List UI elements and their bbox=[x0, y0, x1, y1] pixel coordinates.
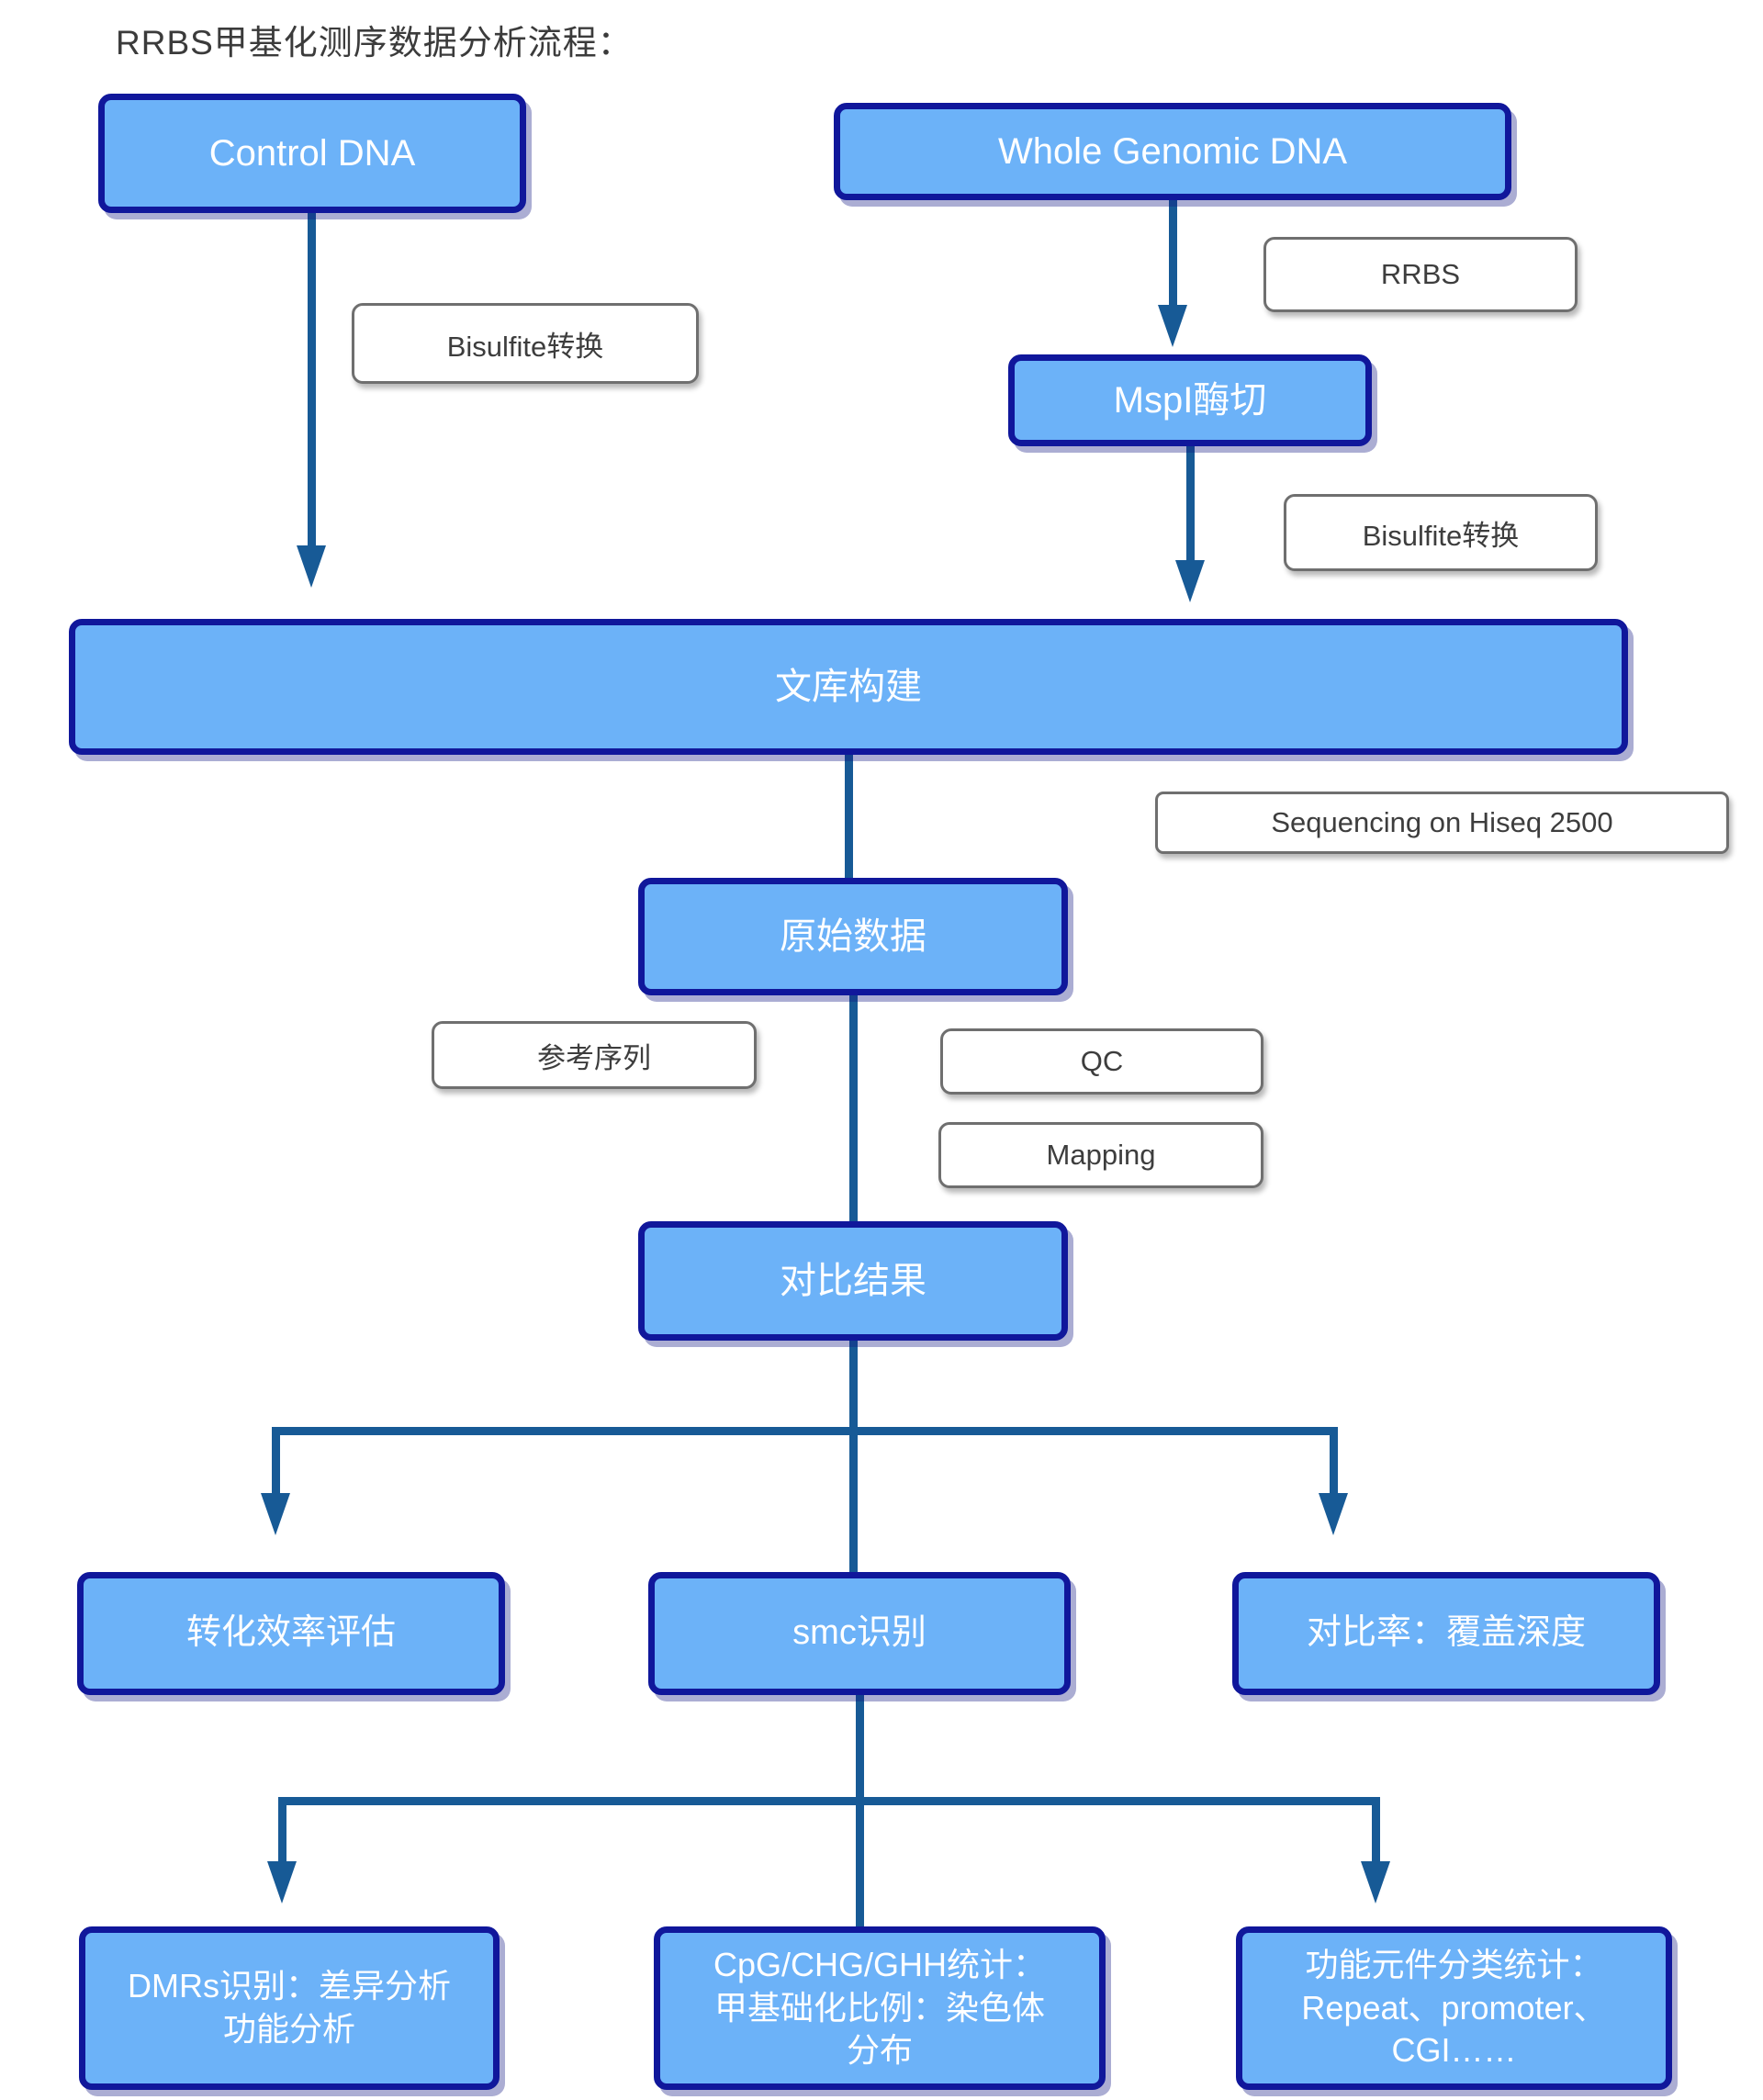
node-alignment-result: 对比结果 bbox=[638, 1221, 1068, 1341]
node-mspi-digest: MspI酶切 bbox=[1008, 354, 1372, 446]
connector-branch1-bar bbox=[275, 1427, 1337, 1435]
connector-mspi-to-library bbox=[1186, 446, 1195, 560]
node-control-dna: Control DNA bbox=[98, 94, 526, 213]
connector-branch1-right-drop bbox=[1330, 1427, 1338, 1493]
label-mapping: Mapping bbox=[938, 1122, 1263, 1188]
label-qc: QC bbox=[940, 1028, 1263, 1095]
connector-wgdna-to-mspi bbox=[1169, 199, 1177, 305]
arrow-down-icon bbox=[1319, 1493, 1348, 1535]
node-dmrs: DMRs识别：差异分析 功能分析 bbox=[79, 1926, 500, 2090]
node-functional-elements: 功能元件分类统计： Repeat、promoter、 CGI…… bbox=[1236, 1926, 1672, 2090]
connector-branch2-left-drop bbox=[278, 1797, 286, 1861]
connector-branch1-left-drop bbox=[272, 1427, 280, 1493]
connector-branch2-bar bbox=[282, 1797, 1379, 1805]
node-raw-data: 原始数据 bbox=[638, 878, 1068, 995]
arrow-down-icon bbox=[261, 1493, 290, 1535]
connector-branch2-center-drop bbox=[856, 1797, 864, 1926]
connector-alignment-stem bbox=[849, 1341, 858, 1431]
node-whole-genomic-dna: Whole Genomic DNA bbox=[834, 103, 1511, 200]
node-conversion-efficiency: 转化效率评估 bbox=[77, 1572, 505, 1695]
label-sequencing-hiseq: Sequencing on Hiseq 2500 bbox=[1155, 792, 1729, 854]
connector-branch2-right-drop bbox=[1372, 1797, 1380, 1861]
label-reference-sequence: 参考序列 bbox=[432, 1021, 757, 1089]
arrow-down-icon bbox=[1175, 560, 1205, 602]
connector-smc-stem bbox=[856, 1695, 864, 1801]
page-title: RRBS甲基化测序数据分析流程： bbox=[116, 24, 633, 62]
arrow-down-icon bbox=[267, 1861, 297, 1903]
arrow-down-icon bbox=[1158, 305, 1187, 347]
node-smc-identification: smc识别 bbox=[648, 1572, 1071, 1695]
node-alignment-rate: 对比率：覆盖深度 bbox=[1232, 1572, 1660, 1695]
node-library-construction: 文库构建 bbox=[69, 619, 1628, 755]
connector-branch1-center-drop bbox=[849, 1427, 858, 1572]
arrow-down-icon bbox=[297, 545, 326, 588]
arrow-down-icon bbox=[1361, 1861, 1390, 1903]
label-bisulfite-conversion-right: Bisulfite转换 bbox=[1284, 494, 1598, 571]
connector-library-to-rawdata bbox=[845, 755, 853, 878]
node-cpg-stats: CpG/CHG/GHH统计： 甲基础化比例：染色体 分布 bbox=[654, 1926, 1106, 2090]
connector-rawdata-to-alignment bbox=[849, 995, 858, 1221]
connector-control-to-library bbox=[308, 213, 316, 545]
label-bisulfite-conversion-left: Bisulfite转换 bbox=[352, 303, 699, 384]
label-rrbs: RRBS bbox=[1263, 237, 1578, 312]
